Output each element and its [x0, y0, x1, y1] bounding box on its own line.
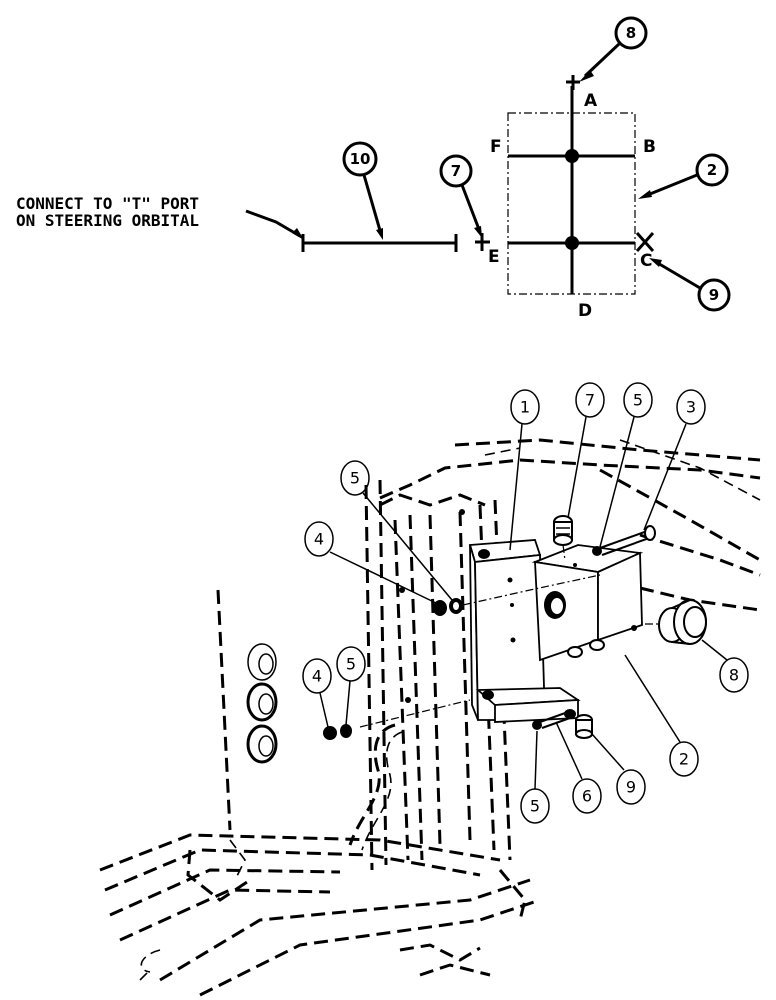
callout-5-bottom: 5 — [520, 730, 550, 824]
port-b-label: B — [643, 137, 656, 157]
callout-4-left: 4 — [302, 658, 332, 728]
grommet-3 — [246, 724, 278, 764]
callout-5-left: 5 — [336, 646, 366, 726]
svg-text:5: 5 — [350, 469, 360, 488]
svg-text:1: 1 — [520, 398, 530, 417]
junction-lower — [565, 236, 579, 250]
svg-text:5: 5 — [346, 655, 356, 674]
svg-text:5: 5 — [633, 391, 643, 410]
callout-5-mid: 5 — [340, 460, 453, 601]
callout-2: 2 — [624, 654, 699, 777]
balloon-8: 8 — [579, 16, 648, 82]
svg-text:10: 10 — [350, 150, 371, 168]
svg-text:2: 2 — [679, 750, 689, 769]
hose — [348, 723, 396, 846]
callout-3: 3 — [643, 389, 706, 531]
svg-text:7: 7 — [451, 162, 461, 180]
nut-washer-middle — [433, 598, 463, 616]
junction-upper — [565, 149, 579, 163]
balloon-2: 2 — [638, 153, 729, 199]
svg-text:4: 4 — [312, 667, 322, 686]
svg-text:8: 8 — [729, 666, 739, 685]
note-leader — [245, 209, 301, 238]
note-arrowhead — [292, 228, 304, 240]
callout-4-mid: 4 — [304, 521, 437, 604]
svg-text:2: 2 — [707, 161, 717, 179]
note-line-1: CONNECT TO "T" PORT — [16, 194, 199, 213]
grommet-2 — [246, 682, 278, 722]
svg-text:3: 3 — [686, 398, 696, 417]
hydraulic-schematic: CONNECT TO "T" PORT ON STEERING ORBITAL … — [16, 16, 731, 321]
svg-text:5: 5 — [530, 797, 540, 816]
grommet-1 — [247, 643, 277, 681]
port-f-label: F — [490, 137, 502, 157]
svg-text:8: 8 — [626, 24, 636, 42]
svg-text:6: 6 — [582, 787, 592, 806]
callout-8: 8 — [701, 639, 749, 693]
port-c-label: C — [640, 251, 652, 271]
port-a-label: A — [584, 91, 598, 111]
svg-text:9: 9 — [709, 286, 719, 304]
svg-text:7: 7 — [585, 391, 595, 410]
frame-top-edge — [379, 458, 761, 500]
floor-edge — [99, 833, 501, 872]
callout-5-top: 5 — [599, 382, 653, 548]
bolt-3 — [592, 525, 656, 556]
callout-6: 6 — [555, 721, 602, 814]
balloon-10: 10 — [342, 141, 383, 240]
balloon-9: 9 — [649, 258, 731, 312]
port-e-label: E — [488, 247, 500, 267]
fitting-9 — [575, 714, 593, 739]
svg-text:9: 9 — [626, 778, 636, 797]
callout-1: 1 — [509, 389, 540, 551]
svg-text:4: 4 — [314, 530, 324, 549]
mounting-assembly: 1 7 5 3 5 4 4 — [99, 382, 761, 997]
port-d-label: D — [578, 301, 592, 321]
valve-block — [531, 544, 644, 662]
balloon-7: 7 — [439, 154, 482, 238]
fitting-8 — [658, 599, 707, 645]
nut-washer-left — [323, 724, 352, 740]
post-edge-1 — [364, 484, 374, 871]
callout-9: 9 — [591, 733, 646, 805]
frame-edge-left — [216, 589, 232, 831]
fitting-7 — [553, 515, 573, 546]
note-line-2: ON STEERING ORBITAL — [16, 211, 199, 230]
callout-7: 7 — [567, 382, 605, 519]
